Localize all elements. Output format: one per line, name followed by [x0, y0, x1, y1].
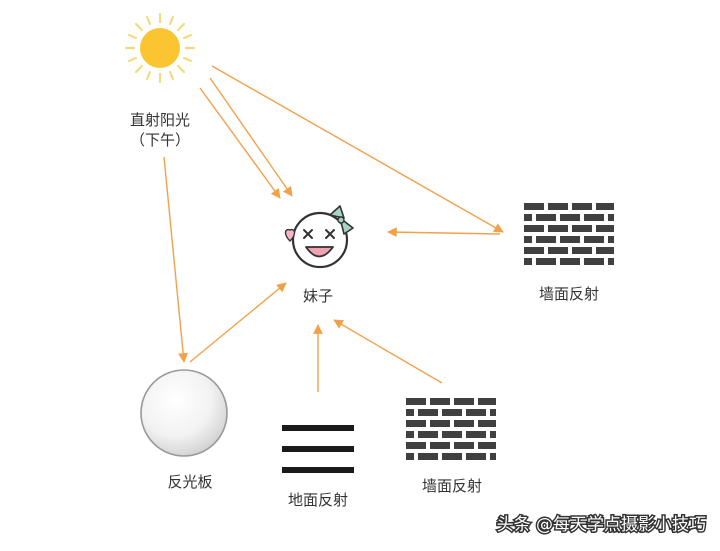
sun-sublabel: （下午） [130, 131, 190, 149]
sun-icon [124, 12, 196, 84]
sun-label: 直射阳光 [130, 111, 190, 129]
girl-face-icon [284, 205, 354, 269]
arrow-sun-to-girl-2 [199, 87, 281, 199]
arrow-sun-to-girl-1 [209, 77, 293, 197]
arrow-sun-to-reflector [163, 156, 189, 363]
girl-label: 妹子 [303, 287, 333, 305]
brick-wall-bottom-icon [406, 398, 496, 460]
reflector-label: 反光板 [167, 473, 212, 491]
ground-label: 地面反射 [288, 491, 348, 509]
arrow-wall-bottom-to-girl [333, 319, 443, 384]
arrow-reflector-to-girl [189, 282, 287, 363]
brick-wall-right-icon [524, 203, 614, 265]
arrow-sun-to-wall [211, 65, 504, 233]
wall-right-label: 墙面反射 [539, 285, 599, 303]
watermark-text: 头条 @每天学点摄影小技巧 [497, 515, 706, 535]
reflector-icon [140, 369, 228, 457]
wall-bottom-label: 墙面反射 [422, 477, 482, 495]
arrow-wall-to-girl [387, 227, 501, 238]
ground-lines-icon [282, 425, 354, 473]
watermark: 头条 @每天学点摄影小技巧 [495, 514, 707, 537]
